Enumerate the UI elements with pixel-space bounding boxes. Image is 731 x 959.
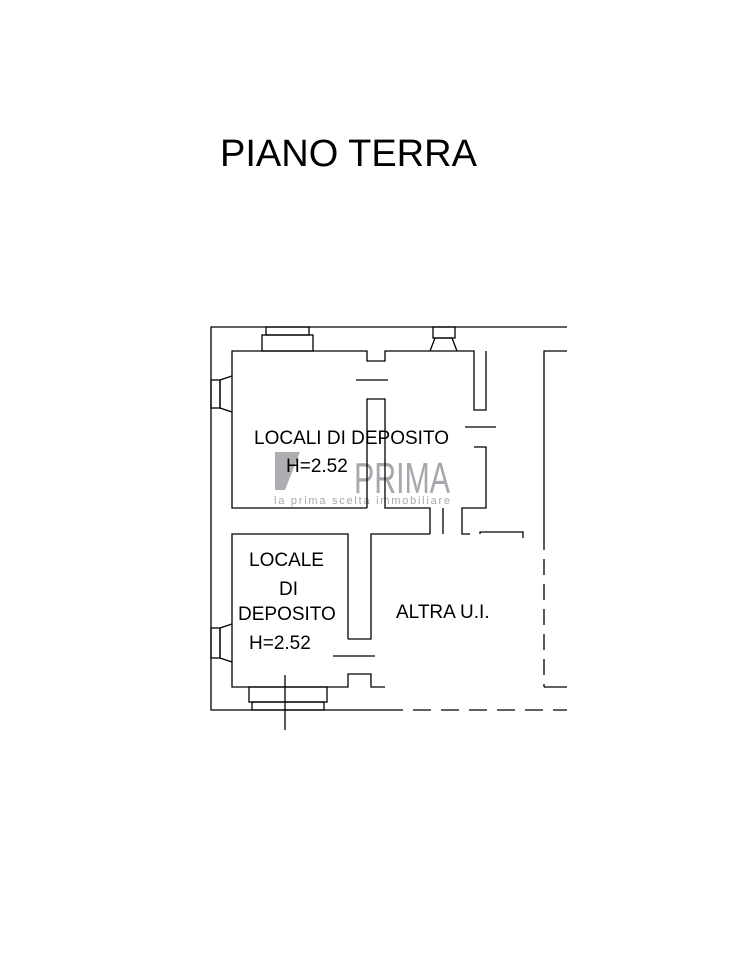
room-height: H=2.52 [286, 456, 348, 477]
window-icon [210, 379, 221, 409]
room-height: H=2.52 [249, 633, 311, 654]
watermark-brand: PRIMA [354, 454, 450, 503]
room-name-line: LOCALE [249, 550, 324, 571]
room-name: ALTRA U.I. [396, 602, 490, 623]
window-icon [261, 334, 314, 352]
windows [210, 326, 458, 711]
room-name-line: DI [279, 579, 298, 600]
window-icon [210, 627, 221, 659]
watermark-logo-icon [275, 452, 300, 490]
window-icon [429, 337, 458, 352]
room-labels: LOCALI DI DEPOSITO H=2.52 LOCALE DI DEPO… [238, 428, 490, 654]
walls [210, 326, 567, 730]
window-icon [248, 686, 328, 703]
floor-title: PIANO TERRA [220, 133, 477, 175]
room-name-line: DEPOSITO [238, 604, 336, 625]
room-name: LOCALI DI DEPOSITO [254, 428, 449, 449]
